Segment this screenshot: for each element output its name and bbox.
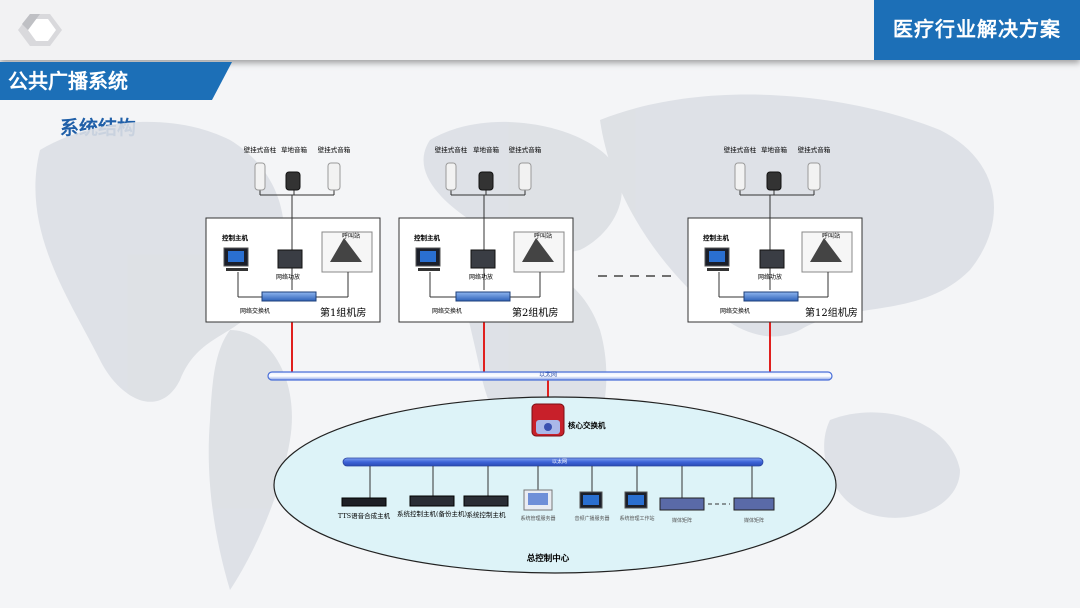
lawn-speaker-icon: [285, 171, 301, 191]
host-label: 控制主机: [222, 233, 249, 242]
audio-server-icon: [579, 491, 603, 509]
switch-label: 网络交换机: [432, 307, 462, 315]
paging-label: 呼叫站: [822, 232, 840, 240]
room-label: 第12组机房: [805, 306, 858, 319]
wall-column-speaker-icon: [254, 162, 266, 191]
backbone-label: 以太网: [539, 371, 557, 379]
host-label: 控制主机: [703, 233, 730, 242]
device-label: 媒体矩阵: [744, 517, 764, 524]
speaker-label: 草地音箱: [473, 145, 500, 154]
speaker-label: 壁挂式音柱: [435, 145, 468, 154]
wall-column-speaker-icon: [445, 162, 457, 191]
device-label: 系统管理服务器: [520, 515, 555, 522]
room-label: 第1组机房: [320, 306, 366, 319]
device-label: 系统控制主机(备份主机): [397, 509, 468, 518]
brand-title: 医疗行业解决方案: [874, 0, 1080, 60]
speaker-label: 壁挂式音柱: [244, 145, 277, 154]
media-matrix-icon: [733, 497, 775, 511]
amplifier-icon: [759, 249, 785, 269]
switch-label: 网络交换机: [240, 307, 270, 315]
control-host-icon: [463, 495, 509, 507]
host-label: 控制主机: [414, 233, 441, 242]
lawn-speaker-icon: [766, 171, 782, 191]
paging-label: 呼叫站: [342, 232, 360, 240]
speaker-label: 壁挂式音箱: [509, 145, 542, 154]
room-label: 第2组机房: [512, 306, 558, 319]
speaker-label: 草地音箱: [281, 145, 308, 154]
diamond-logo-icon: [18, 14, 62, 46]
device-label: TTS语音合成主机: [338, 511, 391, 520]
center-bus-label: 以太网: [552, 458, 567, 465]
amp-label: 网络功放: [758, 273, 782, 281]
core-switch-label: 核心交换机: [568, 420, 606, 430]
core-switch-icon: [531, 403, 565, 437]
speaker-label: 草地音箱: [761, 145, 788, 154]
switch-label: 网络交换机: [720, 307, 750, 315]
ethernet-backbone: 以太网: [267, 371, 833, 381]
workstation-icon: [624, 491, 648, 509]
speaker-label: 壁挂式音柱: [724, 145, 757, 154]
amp-label: 网络功放: [276, 273, 300, 281]
wall-speaker-icon: [518, 162, 532, 191]
amplifier-icon: [470, 249, 496, 269]
management-server-icon: [523, 489, 553, 511]
amp-label: 网络功放: [469, 273, 493, 281]
speaker-label: 壁挂式音箱: [318, 145, 351, 154]
speaker-label: 壁挂式音箱: [798, 145, 831, 154]
device-label: 媒体矩阵: [672, 517, 692, 524]
control-center: 核心交换机 以太网: [273, 396, 837, 574]
control-host-backup-icon: [409, 495, 455, 507]
amplifier-icon: [277, 249, 303, 269]
lawn-speaker-icon: [478, 171, 494, 191]
device-label: 音频广播服务器: [574, 515, 609, 522]
device-label: 系统控制主机: [467, 510, 507, 519]
section-title: 公共广播系统: [8, 69, 128, 93]
top-bar: 医疗行业解决方案: [0, 0, 1080, 60]
network-switch-icon: [261, 291, 317, 302]
room-group-12: 壁挂式音柱 草地音箱 壁挂式音箱 控制主机 网络功放 呼叫站 网络交换机 第12…: [687, 145, 863, 323]
media-matrix-icon: [659, 497, 705, 511]
center-label: 总控制中心: [527, 553, 570, 564]
device-label: 系统管理工作站: [619, 515, 654, 522]
network-switch-icon: [455, 291, 511, 302]
center-ethernet-bus: [342, 457, 764, 467]
network-switch-icon: [743, 291, 799, 302]
tts-server-icon: [341, 497, 387, 507]
wall-column-speaker-icon: [734, 162, 746, 191]
wall-speaker-icon: [807, 162, 821, 191]
wall-speaker-icon: [327, 162, 341, 191]
paging-label: 呼叫站: [534, 232, 552, 240]
section-title-bar: [0, 62, 232, 100]
room-group-2: 壁挂式音柱 草地音箱 壁挂式音箱 控制主机 网络功放 呼叫站 网络交换机 第2组…: [398, 145, 574, 323]
room-group-1: 壁挂式音柱 草地音箱 壁挂式音箱 控制主机 网络功放 呼叫站 网络交换机 第1组…: [205, 145, 381, 323]
